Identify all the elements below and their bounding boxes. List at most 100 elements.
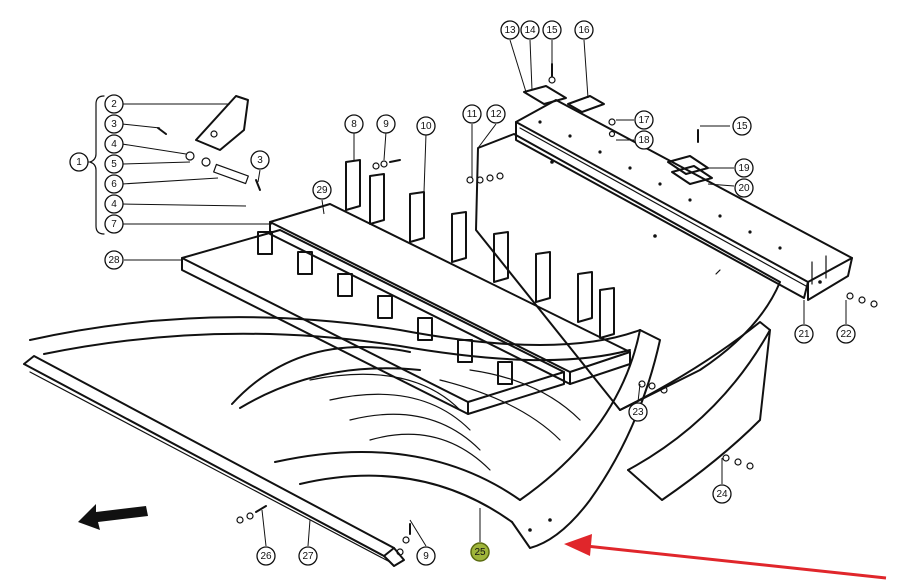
- callout-circle: [470, 542, 490, 562]
- callout-20: 20: [734, 178, 754, 198]
- callout-13: 13: [500, 20, 520, 40]
- callout-label: 4: [111, 199, 117, 210]
- callout-circle: [416, 116, 436, 136]
- callout-circle: [104, 134, 124, 154]
- callout-label: 9: [423, 551, 429, 562]
- callout-label: 18: [638, 135, 650, 146]
- callout-27: 27: [298, 546, 318, 566]
- callout-label: 9: [383, 119, 389, 130]
- callout-label: 4: [111, 139, 117, 150]
- callout-circle: [634, 110, 654, 130]
- callout-circle: [344, 114, 364, 134]
- callout-circle: [486, 104, 506, 124]
- callout-7: 7: [104, 214, 124, 234]
- callout-label: 12: [490, 109, 502, 120]
- beam-part-21: [515, 99, 853, 301]
- callout-circle: [376, 114, 396, 134]
- callout-label: 3: [257, 155, 263, 166]
- callout-circle: [104, 114, 124, 134]
- callout-4: 4: [104, 194, 124, 214]
- hinge-assembly: [157, 95, 261, 191]
- callout-10: 10: [416, 116, 436, 136]
- callout-9: 9: [416, 546, 436, 566]
- callout-circle: [712, 484, 732, 504]
- callout-circle: [104, 94, 124, 114]
- callout-21: 21: [794, 324, 814, 344]
- callout-5: 5: [104, 154, 124, 174]
- front-bar-part-28: [181, 229, 565, 415]
- side-rail-part-27: [23, 355, 405, 567]
- callout-circle: [574, 20, 594, 40]
- callout-label: 15: [736, 121, 748, 132]
- callout-circle: [794, 324, 814, 344]
- callout-9: 9: [376, 114, 396, 134]
- callout-label: 22: [840, 329, 852, 340]
- callout-label: 7: [111, 219, 117, 230]
- callout-label: 11: [467, 109, 478, 120]
- callout-label: 10: [420, 121, 432, 132]
- callout-label: 20: [738, 183, 750, 194]
- callout-23: 23: [628, 402, 648, 422]
- callout-circle: [500, 20, 520, 40]
- callout-circle: [836, 324, 856, 344]
- callout-22: 22: [836, 324, 856, 344]
- finger-bar-part-29: [269, 159, 631, 385]
- callout-label: 5: [111, 159, 117, 170]
- callout-label: 25: [474, 547, 486, 558]
- callout-circle: [104, 250, 124, 270]
- callout-6: 6: [104, 174, 124, 194]
- callout-label: 2: [111, 99, 117, 110]
- callout-circle: [312, 180, 332, 200]
- callout-label: 1: [76, 157, 82, 168]
- callout-circle: [732, 116, 752, 136]
- callout-circle: [104, 154, 124, 174]
- callout-3: 3: [104, 114, 124, 134]
- group-bracket: [89, 95, 105, 235]
- direction-arrow: [78, 504, 148, 530]
- callout-circle: [734, 178, 754, 198]
- fasteners: [236, 159, 878, 556]
- callout-circle: [104, 174, 124, 194]
- callout-circle: [462, 104, 482, 124]
- callout-circle: [634, 130, 654, 150]
- callout-29: 29: [312, 180, 332, 200]
- callout-label: 17: [638, 115, 650, 126]
- callout-1: 1: [69, 152, 89, 172]
- concave-part-25: [29, 316, 661, 549]
- callout-circle: [298, 546, 318, 566]
- callout-25: 25: [470, 542, 490, 562]
- callout-14: 14: [520, 20, 540, 40]
- callout-label: 26: [260, 551, 272, 562]
- small-brackets: [523, 63, 713, 185]
- callout-label: 21: [798, 329, 810, 340]
- callout-label: 29: [316, 185, 328, 196]
- callout-3: 3: [250, 150, 270, 170]
- callout-label: 19: [738, 163, 750, 174]
- callout-15: 15: [542, 20, 562, 40]
- callout-24: 24: [712, 484, 732, 504]
- callout-28: 28: [104, 250, 124, 270]
- red-pointer-arrow: [564, 534, 887, 580]
- callout-circle: [416, 546, 436, 566]
- callout-2: 2: [104, 94, 124, 114]
- callout-11: 11: [462, 104, 482, 124]
- callout-17: 17: [634, 110, 654, 130]
- callout-circle: [520, 20, 540, 40]
- callout-circle: [69, 152, 89, 172]
- callout-circle: [250, 150, 270, 170]
- callout-label: 27: [302, 551, 314, 562]
- callout-12: 12: [486, 104, 506, 124]
- callout-label: 28: [108, 255, 120, 266]
- callout-circle: [542, 20, 562, 40]
- callout-label: 3: [111, 119, 117, 130]
- callout-label: 24: [716, 489, 728, 500]
- callout-circle: [104, 194, 124, 214]
- callout-circle: [628, 402, 648, 422]
- callout-26: 26: [256, 546, 276, 566]
- callout-label: 15: [546, 25, 558, 36]
- callout-label: 23: [632, 407, 644, 418]
- cover-plate-part-12: [475, 133, 781, 501]
- callout-circle: [734, 158, 754, 178]
